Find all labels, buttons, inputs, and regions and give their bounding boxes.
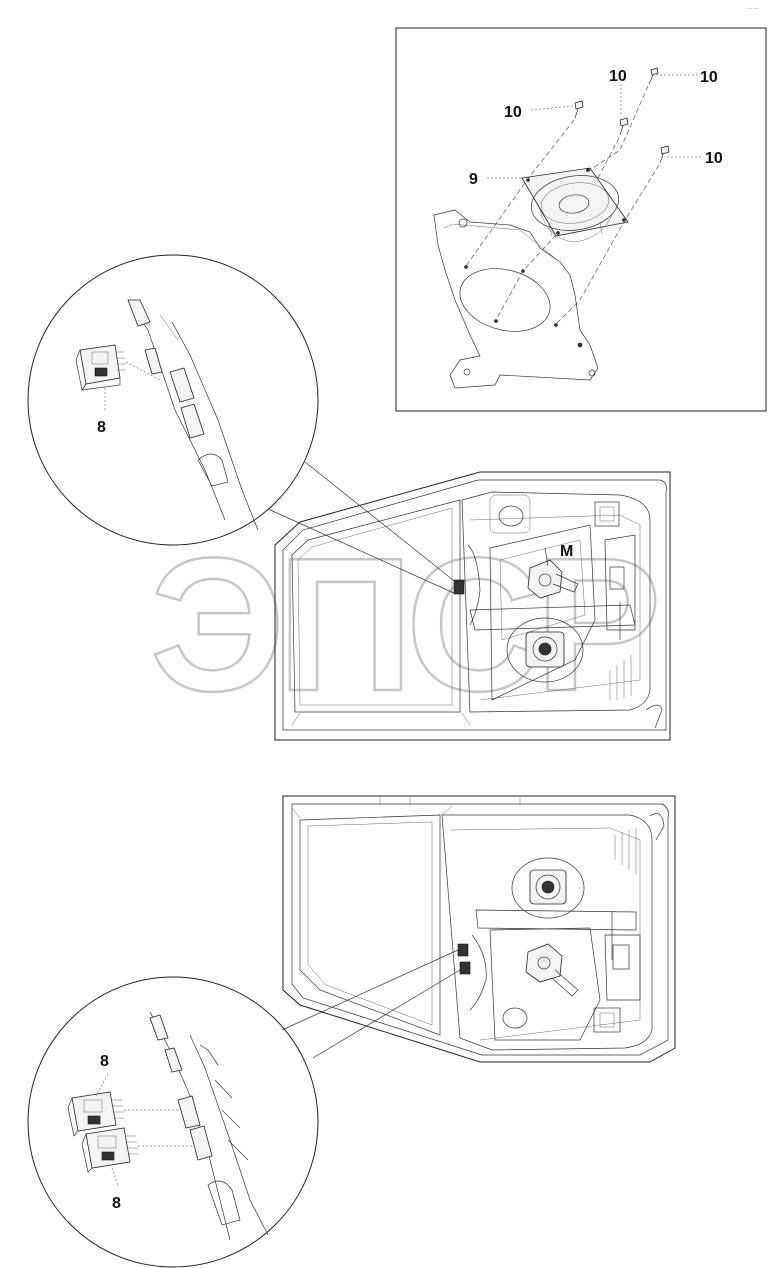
- window-switch-lower-a: [67, 1091, 124, 1137]
- door-upper-switch-location: [453, 579, 465, 595]
- zoom-connector-upper-a: [304, 461, 459, 585]
- leader-8-lower-bottom: [111, 1167, 119, 1187]
- door-lower: [282, 795, 676, 1063]
- door-lower-switch-location-a: [457, 943, 469, 957]
- zoom-connector-lower-a: [281, 949, 459, 1031]
- door-upper-speaker: [506, 617, 584, 683]
- motor-marker: M: [560, 543, 573, 560]
- leader-8-lower-top: [95, 1073, 109, 1097]
- screw-left: [574, 100, 584, 119]
- zoom-connector-upper-b: [267, 508, 457, 595]
- door-upper-inner-panel: [461, 491, 651, 713]
- assembly-line-b: [596, 137, 620, 181]
- door-lower-switch-location-b: [459, 961, 471, 975]
- zoom-connector-lower-b: [312, 969, 461, 1059]
- door-lower-inner-panel: [441, 814, 653, 1051]
- screw-right: [659, 145, 670, 164]
- callout-8-lower-top: 8: [100, 1053, 109, 1070]
- door-lower-speaker: [511, 857, 585, 919]
- assembly-line-c: [465, 119, 575, 267]
- window-switch-lower-b: [81, 1127, 138, 1173]
- window-motor-lower: [525, 943, 579, 997]
- speaker-detail-frame: [395, 27, 767, 412]
- assembly-line-d: [555, 164, 660, 325]
- switch-upper-assembly-line: [125, 361, 161, 381]
- zoom-circle-upper: 8: [27, 254, 319, 546]
- speaker-detail-panel: 10 10 10 10 9: [395, 27, 767, 412]
- corner-note: -- ---: [748, 6, 759, 12]
- callout-8-lower-bottom: 8: [112, 1195, 121, 1212]
- callout-10-top: 10: [700, 69, 718, 86]
- screw-mid: [619, 117, 629, 136]
- window-switch-upper: [75, 344, 126, 391]
- callout-9: 9: [469, 171, 478, 188]
- callout-10-right: 10: [705, 150, 723, 167]
- speaker-bracket: [433, 209, 599, 389]
- callout-10-mid: 10: [609, 68, 627, 85]
- assembly-line-e: [495, 234, 557, 321]
- watermark-logo: ЭПСР: [150, 519, 656, 731]
- callout-10-left: 10: [504, 104, 522, 121]
- screw-top: [648, 67, 659, 85]
- callout-8-upper: 8: [97, 419, 106, 436]
- window-motor-upper: M: [527, 543, 579, 599]
- leader-10-left: [530, 105, 574, 111]
- zoom-circle-lower: 8 8: [27, 976, 319, 1268]
- speaker-unit: [521, 167, 629, 243]
- assembly-line-a: [589, 85, 649, 171]
- door-upper: M: [274, 471, 671, 741]
